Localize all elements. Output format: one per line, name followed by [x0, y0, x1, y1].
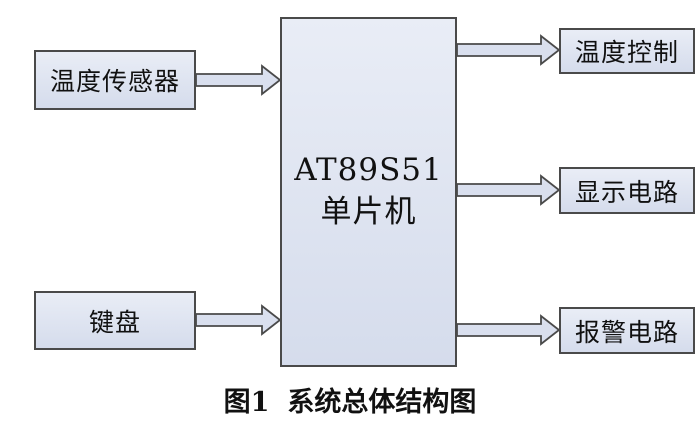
mcu-model: AT89S51 — [294, 152, 443, 189]
arrow-mcu-to-alarm — [456, 314, 561, 346]
temp-control-label: 温度控制 — [574, 38, 679, 67]
caption-number: 图1 — [223, 387, 270, 418]
temp-sensor-label: 温度传感器 — [49, 67, 180, 96]
arrow-mcu-to-display — [456, 174, 561, 206]
display-circuit-label: 显示电路 — [574, 177, 679, 207]
temp-sensor-block: 温度传感器 — [34, 50, 196, 110]
caption-title: 系统总体结构图 — [287, 387, 477, 418]
mcu-label: 单片机 — [320, 194, 417, 230]
figure-caption: 图1 系统总体结构图 — [0, 380, 700, 419]
alarm-circuit-label: 报警电路 — [574, 317, 679, 347]
keyboard-block: 键盘 — [34, 291, 196, 350]
temp-control-block: 温度控制 — [559, 28, 695, 74]
arrow-mcu-to-temp-control — [456, 34, 561, 66]
arrow-keyboard-to-mcu — [195, 304, 282, 336]
display-circuit-block: 显示电路 — [559, 167, 695, 214]
mcu-block: AT89S51 单片机 — [280, 17, 457, 367]
keyboard-label: 键盘 — [88, 307, 141, 337]
arrow-temp-sensor-to-mcu — [195, 64, 282, 96]
alarm-circuit-block: 报警电路 — [559, 307, 695, 354]
